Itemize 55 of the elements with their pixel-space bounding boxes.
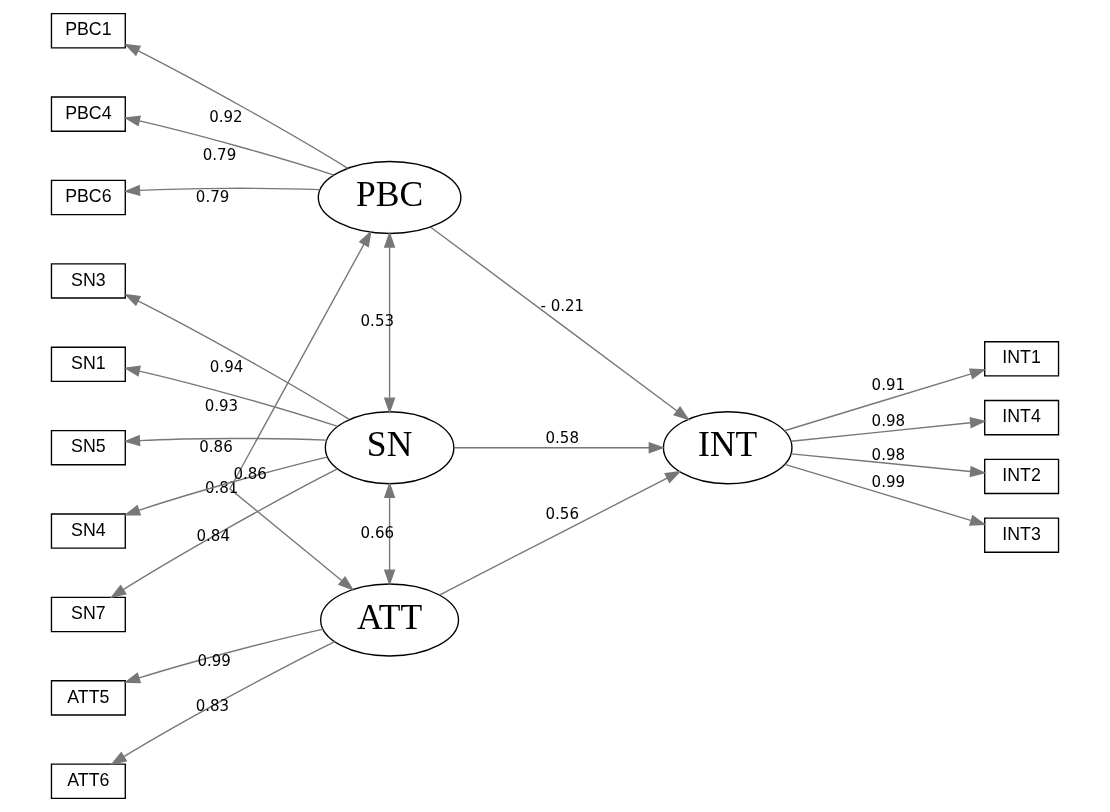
edge-label: 0.93 <box>204 396 239 415</box>
arrow <box>123 456 328 516</box>
arrow <box>123 184 321 197</box>
node-box: SN5 <box>50 429 126 466</box>
edge-label: 0.56 <box>545 504 579 523</box>
arrow <box>110 640 336 766</box>
arrow <box>123 293 350 421</box>
edge-label: 0.99 <box>871 473 906 492</box>
node-box: INT3 <box>984 517 1060 553</box>
node-box: ATT6 <box>50 763 126 800</box>
arrow <box>123 43 349 170</box>
edge-label: 0.58 <box>545 429 579 448</box>
arrow <box>123 434 328 447</box>
edge-label: 0.79 <box>195 188 230 207</box>
arrow <box>123 115 335 176</box>
node-box: SN1 <box>50 346 126 383</box>
arrow <box>453 441 666 454</box>
edge-label: 0.86 <box>199 438 233 457</box>
arrow <box>123 365 339 428</box>
node-box: INT4 <box>984 399 1060 436</box>
edge-label: 0.84 <box>196 527 230 546</box>
edge-label: 0.98 <box>871 411 906 430</box>
node-box: INT2 <box>984 458 1060 495</box>
node-ellipse: SN <box>324 411 455 485</box>
arrow <box>109 468 339 599</box>
edge-label: 0.53 <box>360 312 394 331</box>
node-box: PBC6 <box>50 179 126 216</box>
edge-label: 0.94 <box>209 358 244 377</box>
node-box: ATT5 <box>50 680 126 716</box>
arrow <box>383 231 396 414</box>
node-ellipse: PBC <box>317 160 462 235</box>
edge-label: - 0.21 <box>540 296 585 315</box>
edge-label: 0.79 <box>202 145 237 164</box>
edge-label: 0.91 <box>871 376 906 395</box>
node-box: SN4 <box>50 513 126 549</box>
arrow <box>784 463 987 526</box>
arrow <box>790 417 987 442</box>
node-box: INT1 <box>984 341 1060 377</box>
edge-label: 0.83 <box>195 697 230 716</box>
node-box: PBC1 <box>50 12 126 49</box>
arrow <box>790 453 987 478</box>
arrow <box>783 368 987 432</box>
node-ellipse: ATT <box>320 583 460 657</box>
arrow <box>123 628 324 684</box>
edge-label: 0.98 <box>871 445 906 464</box>
node-box: SN7 <box>50 596 126 633</box>
arrow <box>430 226 690 421</box>
node-box: SN3 <box>50 263 126 299</box>
edge-label: 0.99 <box>197 651 231 670</box>
edge-label: 0.92 <box>209 107 243 126</box>
arrow <box>229 230 372 591</box>
node-box: PBC4 <box>50 96 126 132</box>
edge-label: 0.66 <box>360 523 394 542</box>
arrow <box>438 470 682 596</box>
arrow <box>383 481 396 586</box>
